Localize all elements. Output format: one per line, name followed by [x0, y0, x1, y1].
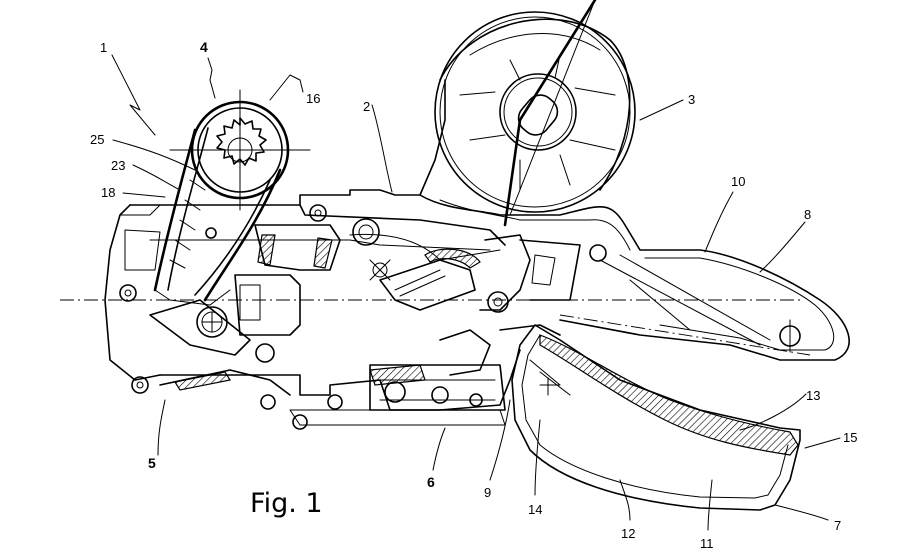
- leader-7: [774, 504, 829, 521]
- label-10: 10: [731, 174, 745, 189]
- label-13: 13: [806, 388, 820, 403]
- leader-25: [112, 139, 196, 171]
- label-6: 6: [427, 474, 435, 490]
- reference-labels: 1 4 16 2 3 25 23 18 10 8 13 15 5 6 9 14 …: [90, 39, 857, 551]
- label-5: 5: [148, 455, 156, 471]
- leader-12: [619, 479, 631, 521]
- label-16: 16: [306, 91, 320, 106]
- leader-10: [704, 191, 734, 253]
- leader-11: [707, 479, 713, 531]
- label-8: 8: [804, 207, 811, 222]
- leader-16: [269, 74, 304, 101]
- leader-4: [207, 57, 216, 99]
- leader-lines: [111, 54, 841, 531]
- label-4: 4: [200, 39, 208, 55]
- leader-13: [739, 393, 807, 431]
- leader-8: [759, 221, 806, 273]
- drive-wheel: [169, 89, 311, 211]
- label-14: 14: [528, 502, 542, 517]
- label-15: 15: [843, 430, 857, 445]
- label-7: 7: [834, 518, 841, 533]
- label-12: 12: [621, 526, 635, 541]
- leader-15: [804, 437, 841, 449]
- print-head: [149, 224, 341, 396]
- dispenser: [369, 234, 581, 411]
- leader-3: [639, 99, 684, 121]
- leader-2: [371, 104, 393, 193]
- label-9: 9: [484, 485, 491, 500]
- lever-handle: [511, 324, 801, 511]
- leader-5: [157, 399, 166, 456]
- figure-caption: Fig. 1: [250, 488, 323, 519]
- leader-9: [489, 399, 511, 481]
- print-band: [153, 127, 282, 306]
- leader-1: [111, 54, 156, 136]
- label-18: 18: [101, 185, 115, 200]
- leader-14: [534, 419, 541, 496]
- label-roll: [434, 0, 636, 227]
- label-3: 3: [688, 92, 695, 107]
- label-11: 11: [700, 536, 714, 551]
- label-1: 1: [100, 40, 107, 55]
- leader-6: [432, 427, 446, 471]
- leader-23: [132, 164, 181, 191]
- label-23: 23: [111, 158, 125, 173]
- axis-line: [559, 314, 811, 356]
- label-2: 2: [363, 99, 370, 114]
- label-25: 25: [90, 132, 104, 147]
- leader-18: [122, 192, 166, 198]
